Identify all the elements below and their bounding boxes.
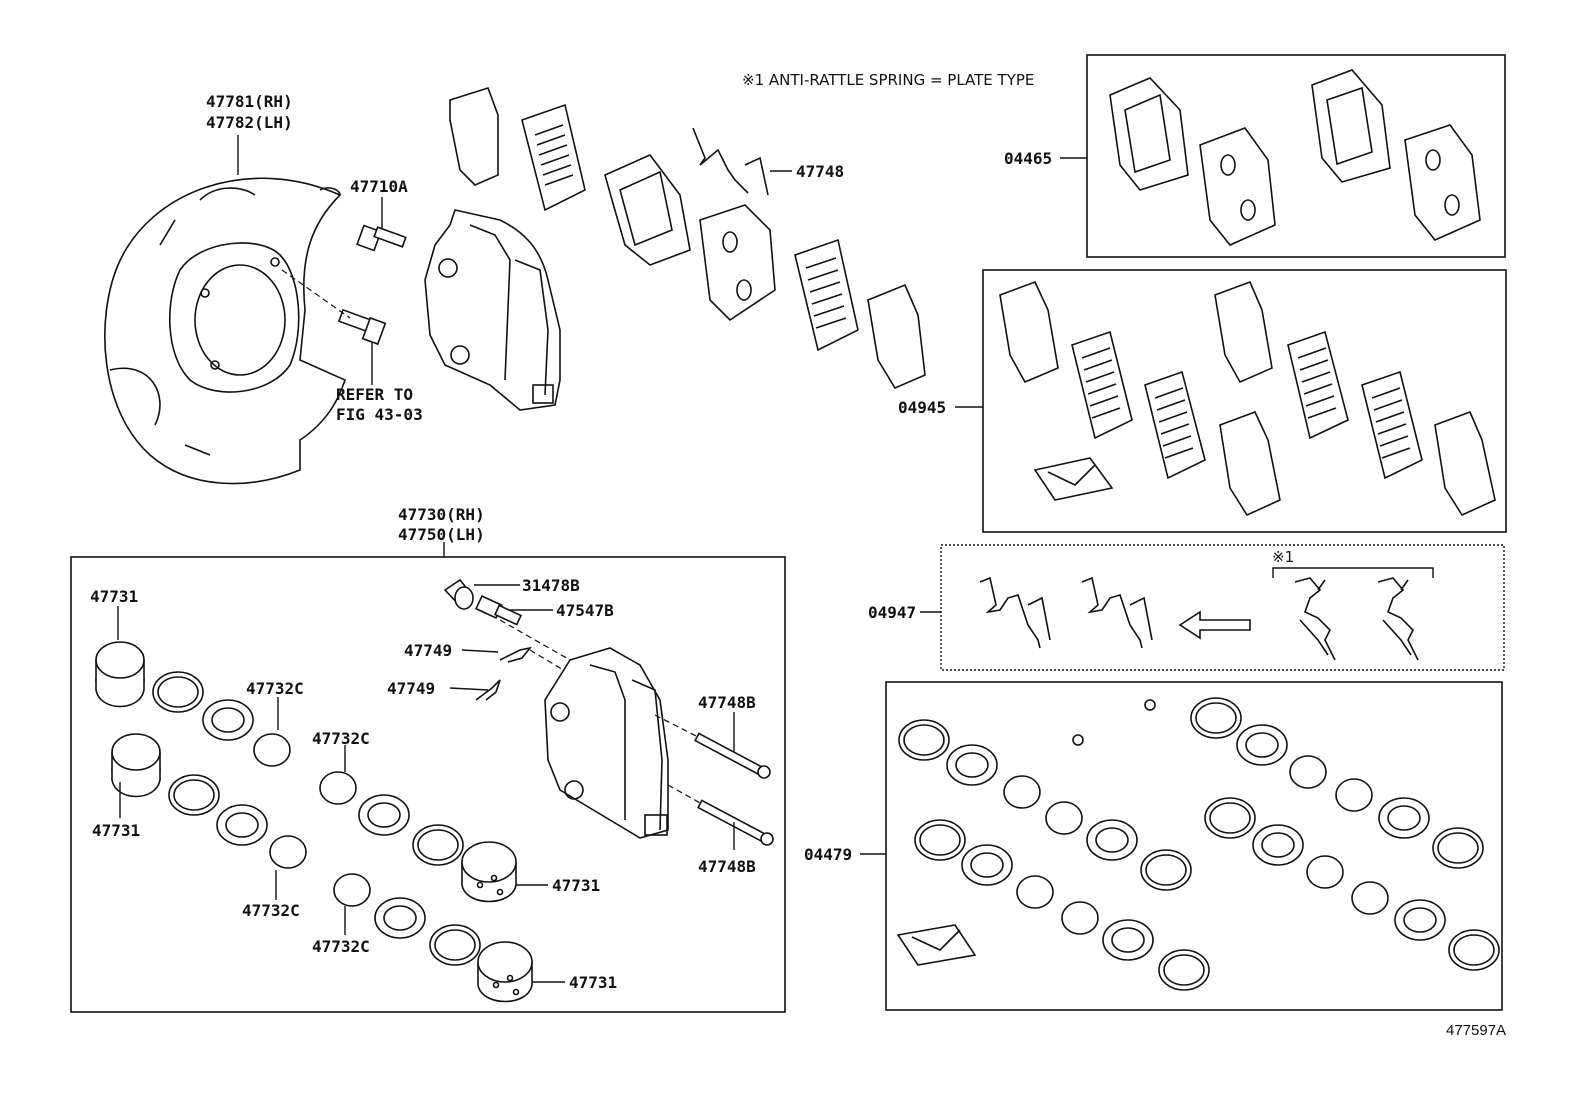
seal-5 — [358, 794, 410, 836]
kit-04945-grease-pack — [1033, 457, 1114, 501]
kit-04947-arrow — [1178, 610, 1251, 640]
kit-04465-box — [1086, 54, 1506, 258]
top-shim-4 — [867, 283, 926, 390]
caliper-top — [424, 209, 561, 411]
kit-04465-plate-1 — [1199, 127, 1276, 246]
caliper-inner — [544, 647, 669, 839]
label-ring-b: 47732C — [242, 901, 300, 920]
kit-04945-shim-5 — [1287, 330, 1349, 440]
seal-2 — [202, 699, 254, 741]
top-shim-2 — [521, 103, 586, 212]
label-kit-04479: 04479 — [804, 845, 852, 864]
kit-04479-box — [885, 681, 1503, 1011]
kit-04945-box — [982, 269, 1507, 533]
ring-1 — [253, 733, 291, 767]
top-shim-1 — [449, 87, 499, 186]
kit-04947-box — [940, 544, 1505, 671]
dash-refer-bolt — [281, 269, 351, 319]
guide-pin-2 — [697, 799, 774, 846]
piston-left-top — [95, 641, 145, 708]
bracket-marker — [1272, 567, 1434, 578]
guide-pin-1 — [694, 732, 771, 779]
kit-04947-spring-1 — [979, 576, 1051, 649]
dash-pin-1 — [654, 714, 699, 738]
label-piston-c: 47731 — [552, 876, 600, 895]
kit-04947-plate-spring-1 — [1294, 577, 1336, 661]
top-shim-3 — [794, 238, 859, 352]
ring-3 — [319, 771, 357, 805]
kit-04945-shim-8 — [1434, 410, 1496, 517]
label-kit-04947: 04947 — [868, 603, 916, 622]
bleeder-screw — [475, 594, 523, 626]
clip-1 — [499, 646, 532, 663]
note-text: ※1 ANTI-RATTLE SPRING = PLATE TYPE — [742, 71, 1034, 89]
leader-clip-b — [449, 687, 489, 691]
kit-04479-grease-pack — [896, 924, 977, 966]
refer-line-1: REFER TO — [336, 385, 413, 404]
seal-1 — [152, 671, 204, 713]
label-kit-04945: 04945 — [898, 398, 946, 417]
kit-04945-shim-7 — [1219, 410, 1281, 517]
label-piston-b: 47731 — [92, 821, 140, 840]
piston-bottom — [477, 941, 533, 1003]
ring-4 — [333, 873, 371, 907]
top-pad-1 — [604, 154, 691, 266]
seal-8 — [429, 924, 481, 966]
piston-left-bottom — [111, 733, 161, 798]
label-shield-lh: 47782(LH) — [206, 113, 293, 132]
label-ring-c: 47732C — [312, 729, 370, 748]
label-kit-04465: 04465 — [1004, 149, 1052, 168]
kit-04947-spring-2 — [1081, 576, 1153, 649]
refer-line-2: FIG 43-03 — [336, 405, 423, 424]
kit-04465-plate-2 — [1404, 124, 1481, 241]
label-pin-b: 47748B — [698, 857, 756, 876]
figure-id: 477597A — [1446, 1022, 1506, 1039]
label-piston-a: 47731 — [90, 587, 138, 606]
label-cap: 31478B — [522, 576, 580, 595]
seal-6 — [412, 824, 464, 866]
dust-shield — [104, 177, 346, 485]
kit-04479-seals — [898, 697, 1500, 991]
seal-7 — [374, 897, 426, 939]
label-ring-a: 47732C — [246, 679, 304, 698]
kit-04945-shim-6 — [1361, 370, 1423, 480]
kit-04945-shim-4 — [1214, 280, 1273, 384]
kit-04945-shim-3 — [1144, 370, 1206, 480]
clip-2 — [475, 679, 501, 701]
kit-04947-plate-spring-2 — [1377, 577, 1419, 661]
kit-04945-shim-2 — [1071, 330, 1133, 440]
label-bolt: 47710A — [350, 177, 408, 196]
leader-clip-a — [461, 649, 499, 653]
label-caliper-rh: 47730(RH) — [398, 505, 485, 524]
ring-2 — [269, 835, 307, 869]
bolt-47710a — [356, 224, 407, 252]
dash-bleeder — [499, 619, 571, 661]
bleeder-cap — [443, 578, 474, 610]
label-ring-d: 47732C — [312, 937, 370, 956]
kit-04945-shim-1 — [999, 280, 1059, 384]
top-spring-1 — [692, 127, 769, 196]
caliper-kit-box — [70, 556, 786, 1013]
top-backing-plate — [699, 204, 776, 322]
kit-04465-pad-2 — [1311, 69, 1391, 183]
label-clip-b: 47749 — [387, 679, 435, 698]
label-bleeder: 47547B — [556, 601, 614, 620]
label-spring-top: 47748 — [796, 162, 844, 181]
piston-mid — [461, 841, 517, 903]
label-clip-a: 47749 — [404, 641, 452, 660]
kit-04465-pad-1 — [1109, 77, 1189, 191]
label-pin-a: 47748B — [698, 693, 756, 712]
refer-bolt — [337, 308, 387, 346]
seal-4 — [216, 804, 268, 846]
seal-3 — [168, 774, 220, 816]
marker-text: ※1 — [1272, 548, 1294, 566]
label-shield-rh: 47781(RH) — [206, 92, 293, 111]
dash-pin-2 — [667, 784, 703, 805]
label-piston-d: 47731 — [569, 973, 617, 992]
label-caliper-lh: 47750(LH) — [398, 525, 485, 544]
